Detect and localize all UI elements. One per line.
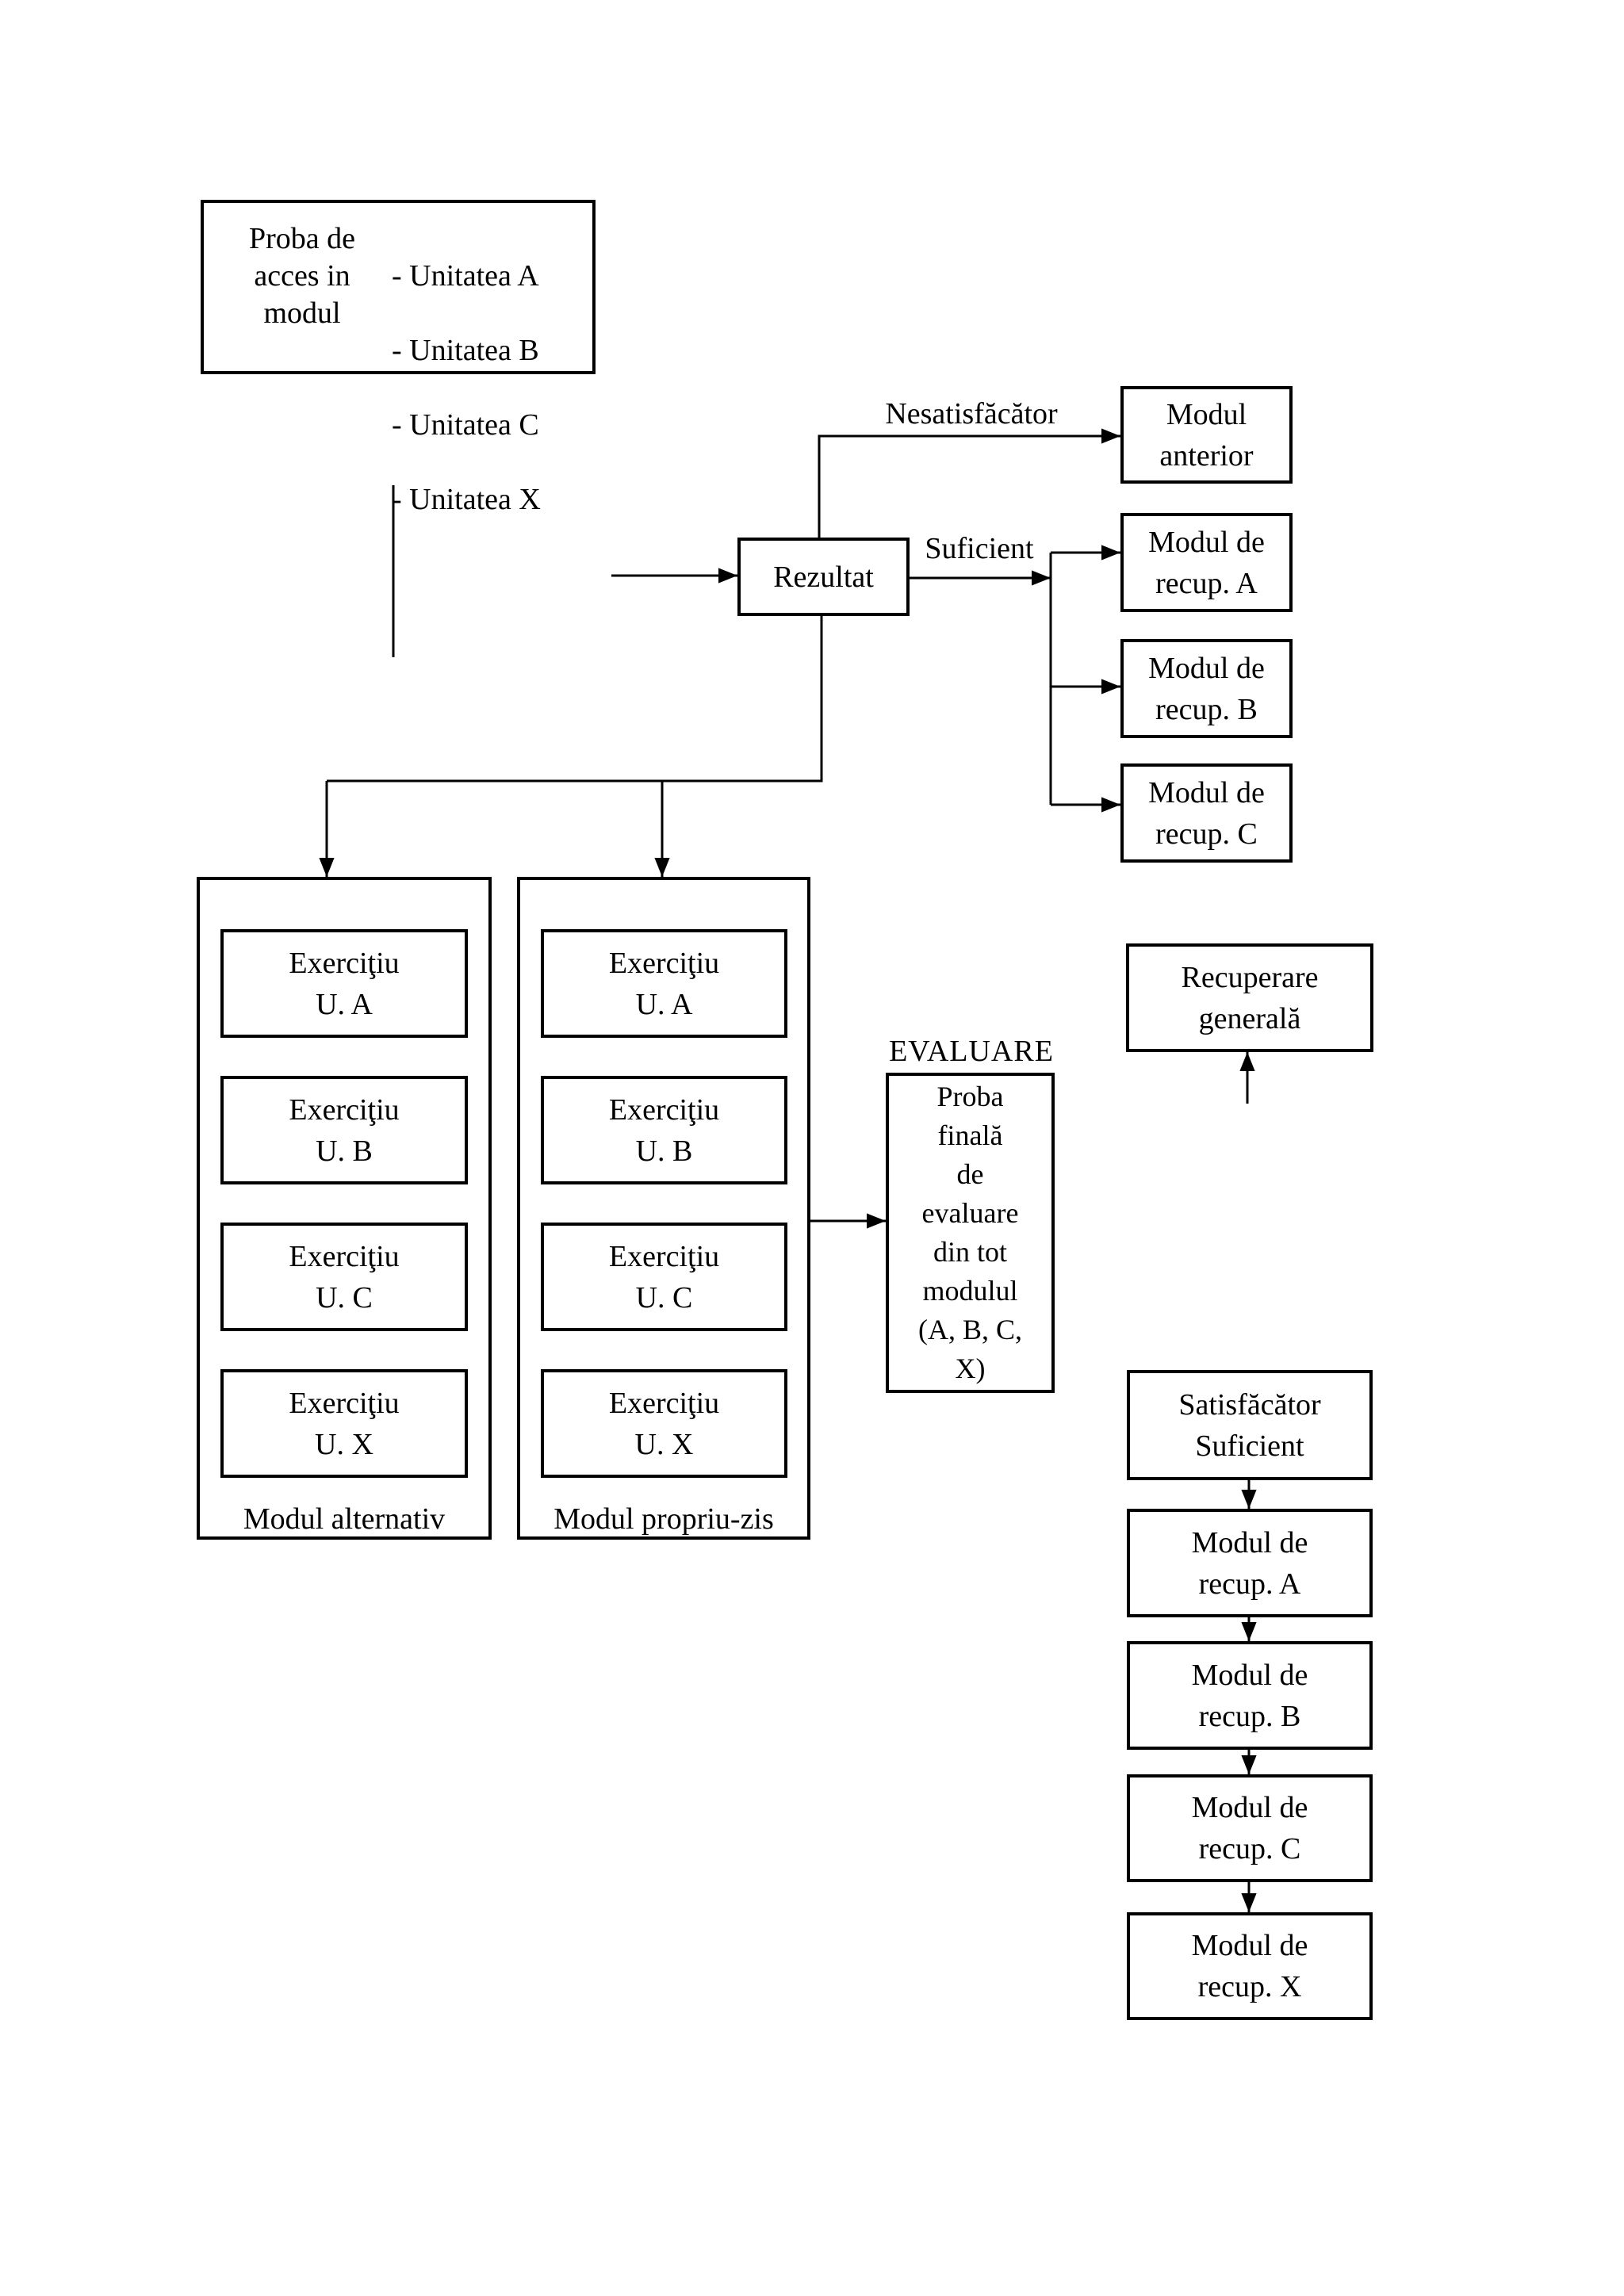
column-caption: Modul propriu-zis: [553, 1502, 774, 1536]
column-caption: Modul alternativ: [243, 1502, 446, 1536]
final-evaluation-box: Proba finală de evaluare din tot modulul…: [886, 1073, 1055, 1393]
exercise-ux-box: Exerciţiu U. X: [220, 1369, 468, 1478]
chain-recovery-b-box: Modul de recup. B: [1127, 1641, 1373, 1750]
exercise-ub-box: Exerciţiu U. B: [220, 1076, 468, 1184]
exercise-uc-box: Exerciţiu U. C: [220, 1223, 468, 1331]
label-sufficient: Suficient: [925, 532, 1034, 565]
unsatisfactory-path-arrow: [818, 428, 1120, 538]
access-test-title: Proba de acces in modul: [248, 222, 356, 330]
recovery-module-a-box: Modul de recup. A: [1120, 513, 1293, 612]
result-box: Rezultat: [737, 538, 910, 616]
main-module-column: Exerciţiu U. A Exerciţiu U. B Exerciţiu …: [517, 877, 810, 1540]
chain-recovery-x-box: Modul de recup. X: [1127, 1912, 1373, 2020]
evaluation-heading: EVALUARE: [889, 1035, 1054, 1068]
access-unit-item: - Unitatea C: [392, 408, 539, 442]
exercise-uc-box: Exerciţiu U. C: [541, 1223, 787, 1331]
exercise-ua-box: Exerciţiu U. A: [541, 929, 787, 1038]
recovery-module-b-box: Modul de recup. B: [1120, 639, 1293, 738]
access-unit-item: - Unitatea X: [392, 483, 541, 516]
access-unit-item: - Unitatea B: [392, 334, 539, 367]
alternative-module-column: Exerciţiu U. A Exerciţiu U. B Exerciţiu …: [197, 877, 492, 1540]
chain-verdict-box: Satisfăcător Suficient: [1127, 1370, 1373, 1480]
access-unit-item: - Unitatea A: [392, 259, 539, 293]
exercise-ux-box: Exerciţiu U. X: [541, 1369, 787, 1478]
general-recovery-box: Recuperare generală: [1126, 943, 1373, 1052]
previous-module-box: Modul anterior: [1120, 386, 1293, 484]
chain-recovery-a-box: Modul de recup. A: [1127, 1509, 1373, 1617]
recovery-module-c-box: Modul de recup. C: [1120, 763, 1293, 863]
chain-recovery-c-box: Modul de recup. C: [1127, 1774, 1373, 1882]
access-unit-list: - Unitatea A - Unitatea B - Unitatea C -…: [392, 220, 541, 556]
exercise-ub-box: Exerciţiu U. B: [541, 1076, 787, 1184]
label-unsatisfactory: Nesatisfăcător: [885, 397, 1058, 430]
access-test-box: Proba de acces in modul - Unitatea A - U…: [201, 200, 596, 516]
columns-distribution-path: [327, 616, 823, 783]
exercise-ua-box: Exerciţiu U. A: [220, 929, 468, 1038]
